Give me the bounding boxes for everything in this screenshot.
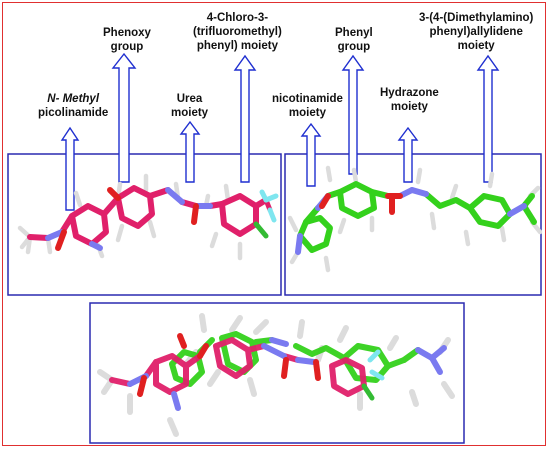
arrow-hydrazone bbox=[397, 126, 419, 183]
right-molecule bbox=[287, 165, 543, 273]
arrow-nicotinamide bbox=[300, 122, 322, 187]
label-methyl-picolinamide-line2: picolinamide bbox=[38, 107, 109, 119]
label-dimethylamino-line3: moiety bbox=[457, 40, 495, 52]
label-phenoxy-line1: Phenoxy bbox=[103, 27, 151, 39]
outer-frame bbox=[2, 2, 546, 446]
right-panel-box bbox=[284, 153, 542, 296]
label-dimethylamino-line2: phenyl)allylidene bbox=[429, 26, 523, 38]
label-phenyl: Phenyl group bbox=[335, 26, 373, 54]
arrow-chloro-cf3-phenyl bbox=[233, 54, 257, 183]
arrow-dimethylamino bbox=[476, 54, 500, 183]
label-urea-line1: Urea bbox=[176, 93, 203, 105]
label-chloro-cf3-phenyl-line2: (trifluoromethyl) bbox=[193, 26, 282, 38]
label-chloro-cf3-phenyl-line1: 4-Chloro-3- bbox=[206, 12, 269, 24]
label-nicotinamide: nicotinamide moiety bbox=[272, 92, 343, 120]
label-methyl-picolinamide-line1: N- Methyl bbox=[47, 93, 100, 105]
label-phenyl-line1: Phenyl bbox=[335, 27, 373, 39]
left-panel-box bbox=[7, 153, 282, 296]
left-molecule bbox=[17, 173, 279, 261]
label-hydrazone: Hydrazone moiety bbox=[380, 86, 439, 114]
label-urea: Urea moiety bbox=[171, 92, 208, 120]
label-phenyl-line2: group bbox=[337, 41, 371, 53]
label-dimethylamino: 3-(4-(Dimethylamino) phenyl)allylidene m… bbox=[419, 11, 533, 53]
label-hydrazone-line1: Hydrazone bbox=[380, 87, 439, 99]
label-chloro-cf3-phenyl: 4-Chloro-3- (trifluoromethyl) phenyl) mo… bbox=[193, 11, 282, 53]
label-urea-line2: moiety bbox=[171, 107, 209, 119]
label-hydrazone-line2: moiety bbox=[390, 101, 428, 113]
label-methyl-picolinamide: N- Methyl picolinamide bbox=[38, 92, 108, 120]
arrow-phenyl bbox=[341, 54, 365, 175]
label-phenoxy: Phenoxy group bbox=[103, 26, 151, 54]
overlay-molecules bbox=[97, 313, 455, 437]
label-phenoxy-line2: group bbox=[110, 41, 144, 53]
label-nicotinamide-line2: moiety bbox=[288, 107, 326, 119]
label-chloro-cf3-phenyl-line3: phenyl) moiety bbox=[196, 40, 278, 52]
label-nicotinamide-line1: nicotinamide bbox=[272, 93, 343, 105]
overlay-panel-box bbox=[89, 302, 465, 444]
label-dimethylamino-line1: 3-(4-(Dimethylamino) bbox=[419, 12, 534, 24]
arrow-methyl-picolinamide bbox=[60, 126, 80, 211]
arrow-phenoxy bbox=[111, 52, 137, 183]
arrow-urea bbox=[179, 120, 201, 183]
